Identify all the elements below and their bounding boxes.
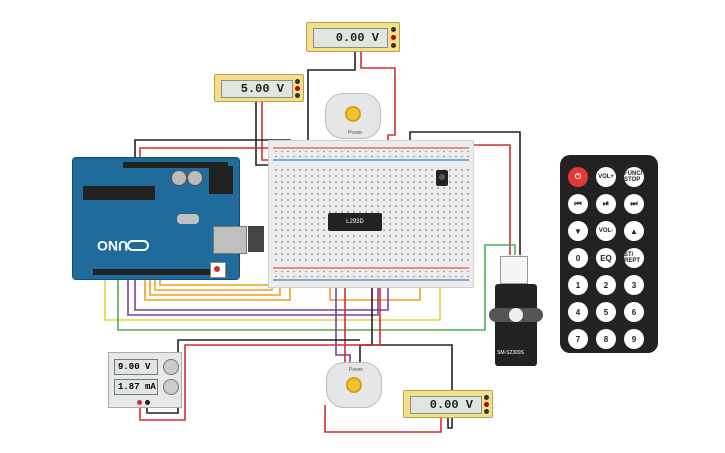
motor-top-label: Power — [348, 130, 363, 136]
psu-negative-terminal[interactable] — [145, 400, 150, 405]
remote-button-play[interactable]: ⏯ — [596, 194, 616, 214]
remote-button-one[interactable]: 1 — [568, 275, 588, 295]
motor-shaft-icon — [346, 377, 362, 393]
psu-current-display: 1.87 mA — [114, 379, 158, 395]
voltmeter-5v-display: 5.00 V — [221, 80, 293, 98]
ir-receiver[interactable] — [436, 170, 448, 186]
jack-icon — [391, 27, 396, 32]
reset-button[interactable] — [210, 262, 226, 278]
remote-button-up[interactable]: ▲ — [624, 221, 644, 241]
wire-psu-red[interactable] — [139, 240, 381, 421]
wire-servo-signal[interactable] — [117, 244, 516, 331]
wire-purple-3[interactable] — [335, 240, 351, 365]
atmega-chip — [83, 186, 155, 200]
servo-label: SM-S2309S — [497, 350, 524, 356]
jack-icon — [484, 395, 489, 400]
remote-button-seven[interactable]: 7 — [568, 329, 588, 349]
arduino-logo-icon — [127, 240, 149, 251]
remote-button-vol-down[interactable]: VOL- — [596, 221, 616, 241]
remote-button-repeat[interactable]: ST/ REPT — [624, 248, 644, 268]
jack-icon — [391, 35, 396, 40]
remote-button-two[interactable]: 2 — [596, 275, 616, 295]
voltage-knob[interactable] — [163, 359, 179, 375]
dc-motor-top[interactable]: Power — [325, 93, 381, 139]
servo-connector — [500, 256, 528, 284]
remote-button-power[interactable]: ⏻ — [568, 167, 588, 187]
wire-bottom-meter-red[interactable] — [324, 405, 442, 433]
psu-positive-terminal[interactable] — [137, 400, 142, 405]
analog-header — [93, 269, 213, 275]
remote-button-zero[interactable]: 0 — [568, 248, 588, 268]
voltmeter-bottom[interactable]: 0.00 V — [403, 390, 493, 418]
servo-motor[interactable]: SM-S2309S — [489, 284, 543, 366]
motor-bottom-label: Power — [349, 367, 364, 373]
usb-cable-plug — [248, 226, 264, 252]
voltmeter-top[interactable]: 0.00 V — [306, 22, 400, 52]
jack-icon — [484, 409, 489, 414]
remote-button-prev[interactable]: ⏮ — [568, 194, 588, 214]
capacitor-icon — [187, 170, 203, 186]
usb-port — [213, 226, 247, 254]
remote-button-nine[interactable]: 9 — [624, 329, 644, 349]
power-jack — [209, 166, 233, 194]
wire-bottom-meter-black[interactable] — [365, 344, 453, 429]
voltmeter-top-display: 0.00 V — [313, 28, 388, 48]
current-knob[interactable] — [163, 379, 179, 395]
jack-icon — [391, 43, 396, 48]
psu-voltage-display: 9.00 V — [114, 359, 158, 375]
remote-button-down[interactable]: ▼ — [568, 221, 588, 241]
crystal — [177, 214, 199, 224]
arduino-uno-board[interactable]: UNO — [72, 157, 247, 280]
capacitor-icon — [171, 170, 187, 186]
voltmeter-bottom-display: 0.00 V — [410, 396, 482, 414]
remote-button-four[interactable]: 4 — [568, 302, 588, 322]
arduino-model-label: UNO — [97, 238, 129, 254]
remote-button-six[interactable]: 6 — [624, 302, 644, 322]
jack-icon — [295, 79, 300, 84]
power-supply[interactable]: 9.00 V 1.87 mA — [108, 352, 182, 408]
motor-shaft-icon — [345, 106, 361, 122]
remote-button-eq[interactable]: EQ — [596, 248, 616, 268]
jack-icon — [295, 93, 300, 98]
voltmeter-5v[interactable]: 5.00 V — [214, 74, 304, 102]
wire-psu-black[interactable] — [146, 339, 360, 414]
dc-motor-bottom[interactable]: Power — [326, 362, 382, 408]
remote-button-five[interactable]: 5 — [596, 302, 616, 322]
digital-header — [123, 162, 228, 168]
remote-button-func[interactable]: FUNC/ STOP — [624, 167, 644, 187]
remote-button-next[interactable]: ⏭ — [624, 194, 644, 214]
remote-button-vol-up[interactable]: VOL+ — [596, 167, 616, 187]
jack-icon — [295, 86, 300, 91]
l293d-driver-ic[interactable]: L293D — [328, 213, 382, 231]
remote-button-eight[interactable]: 8 — [596, 329, 616, 349]
remote-button-three[interactable]: 3 — [624, 275, 644, 295]
jack-icon — [484, 402, 489, 407]
